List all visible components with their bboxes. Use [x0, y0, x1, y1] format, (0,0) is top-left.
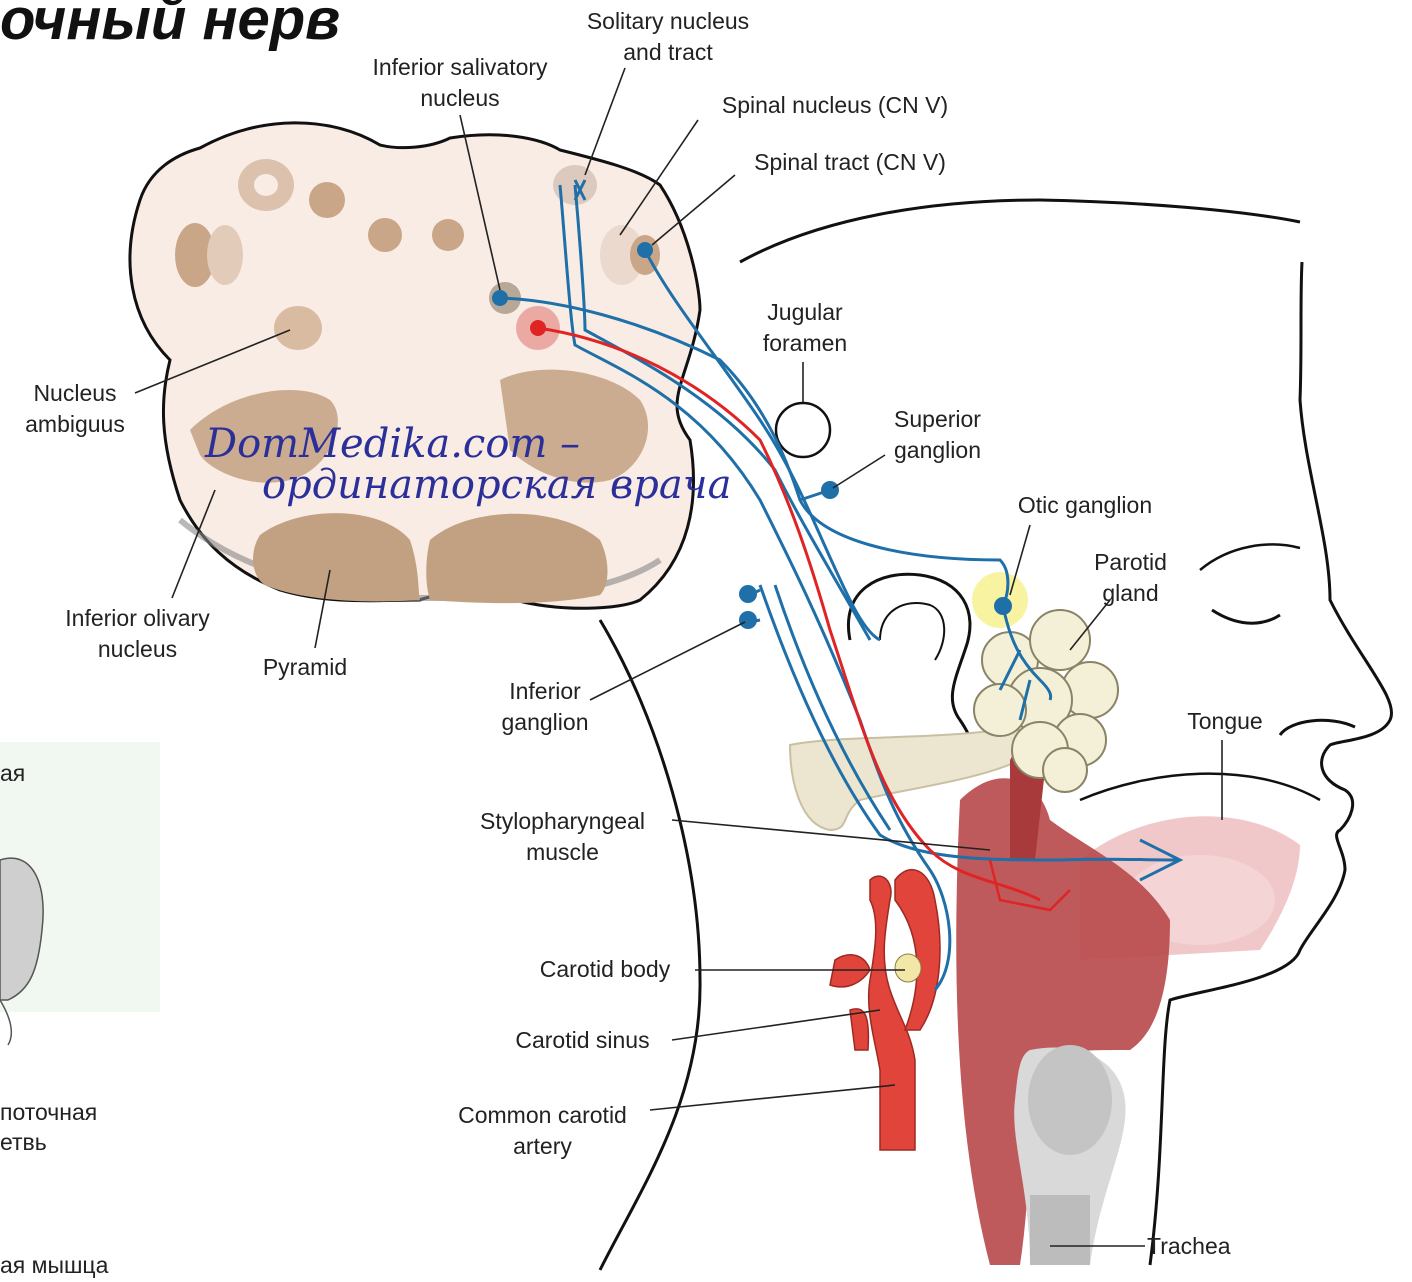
inferior-ganglion-dot-2	[739, 611, 757, 629]
label-spinal-nucleus: Spinal nucleus (CN V)	[700, 90, 970, 121]
carotid-artery	[830, 870, 940, 1150]
superior-ganglion-dot	[821, 481, 839, 499]
left-fragment-3: етвь	[0, 1127, 47, 1157]
label-tongue: Tongue	[1170, 706, 1280, 737]
left-fragment-2: поточная	[0, 1097, 97, 1127]
left-fragment-1: ая	[0, 758, 25, 788]
otic-ganglion-dot	[994, 597, 1012, 615]
salivatory-dot	[492, 290, 508, 306]
label-otic-ganglion: Otic ganglion	[1000, 490, 1170, 521]
nucleus-ambiguus-mark	[274, 306, 322, 350]
inferior-ganglion-dot-1	[739, 585, 757, 603]
label-spinal-tract: Spinal tract (CN V)	[735, 147, 965, 178]
oral-cavity	[1080, 774, 1320, 800]
jugular-foramen	[776, 403, 830, 457]
watermark-line-2: ординаторская врача	[262, 465, 731, 505]
watermark-line-1: DomMedika.com –	[205, 424, 580, 464]
carotid-body-mark	[895, 954, 921, 982]
label-carotid-body: Carotid body	[520, 954, 690, 985]
page-title: очный нерв	[0, 0, 340, 53]
eyebrow	[1200, 544, 1300, 570]
label-carotid-sinus: Carotid sinus	[495, 1025, 670, 1056]
label-trachea: Trachea	[1147, 1231, 1257, 1262]
label-pyramid: Pyramid	[250, 652, 360, 683]
eye	[1212, 610, 1280, 623]
larynx-trachea	[1014, 1045, 1125, 1265]
ambiguus-dot	[530, 320, 546, 336]
ear	[848, 574, 970, 752]
left-fragment-4: ая мышца	[0, 1250, 108, 1280]
spinal-nucleus-dot	[637, 242, 653, 258]
